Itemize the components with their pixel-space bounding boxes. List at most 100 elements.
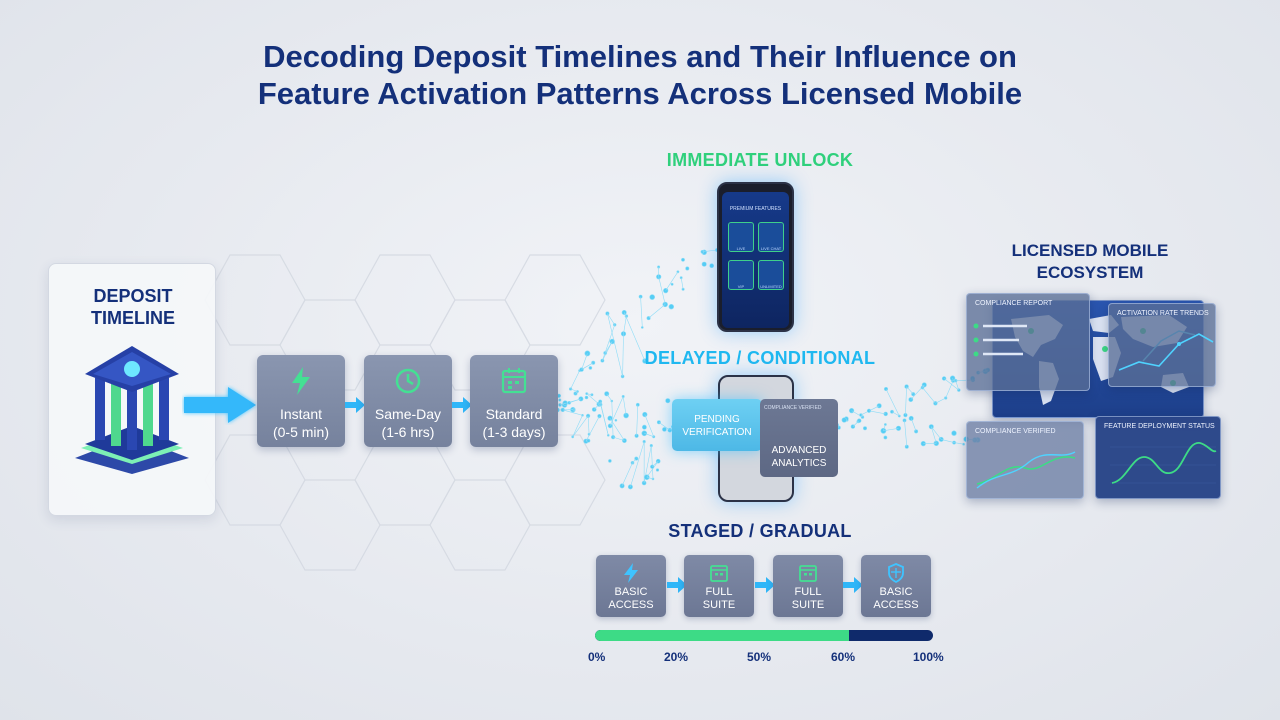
clock-icon — [395, 368, 421, 394]
timeline-step-instant: Instant (0-5 min) — [257, 355, 345, 447]
particle-link — [587, 415, 590, 435]
particle-link — [860, 414, 863, 418]
particle-link — [669, 426, 673, 431]
staged-step-line-1: BASIC — [879, 586, 913, 598]
phone-screen: PREMIUM FEATURES LIVE LIVE CHAT VIP UNLI… — [722, 192, 789, 328]
immediate-unlock-label: IMMEDIATE UNLOCK — [666, 150, 854, 170]
particle-link — [644, 433, 654, 437]
step-label: Instant (0-5 min) — [257, 405, 345, 441]
particle-link — [910, 418, 917, 432]
particle-link — [607, 313, 615, 325]
particle-link — [644, 414, 654, 437]
page-title: Decoding Deposit Timelines and Their Inf… — [140, 38, 1140, 112]
feature-tile — [728, 260, 754, 290]
particle-link — [904, 420, 908, 447]
particle-dot — [862, 426, 867, 431]
calendar-icon — [501, 368, 527, 394]
feature-tile — [758, 260, 784, 290]
step-duration: (1-3 days) — [482, 424, 546, 441]
particle-link — [640, 296, 643, 328]
feature-tile — [758, 222, 784, 252]
ecosystem-title-line-2: ECOSYSTEM — [1036, 263, 1144, 283]
step-title: Same-Day — [374, 406, 442, 422]
panel-title: FEATURE DEPLOYMENT STATUS — [1104, 423, 1215, 430]
particle-dot — [709, 263, 715, 269]
deposit-timeline-card: DEPOSIT TIMELINE — [48, 263, 216, 516]
panel-title: COMPLIANCE REPORT — [975, 300, 1053, 307]
deposit-timeline-title: DEPOSIT TIMELINE — [49, 286, 217, 329]
particle-link — [658, 276, 666, 305]
progress-tick: 20% — [664, 650, 689, 664]
activation-progress-bar — [595, 630, 933, 641]
ecosystem-title-line-1: LICENSED MOBILE — [1011, 241, 1169, 260]
particle-link — [632, 458, 637, 464]
particle-link — [646, 476, 654, 480]
particle-link — [941, 439, 955, 443]
staged-step-label: FULL SUITE — [773, 586, 843, 611]
particle-link — [931, 426, 942, 440]
particle-link — [570, 370, 580, 390]
staged-step-label: BASIC ACCESS — [596, 586, 666, 611]
step-duration: (0-5 min) — [272, 424, 329, 441]
particle-link — [622, 396, 627, 416]
particle-link — [602, 341, 613, 361]
list-rows-icon — [973, 323, 1027, 357]
staged-step-label: BASIC ACCESS — [861, 586, 931, 611]
particle-dot — [951, 430, 957, 436]
particle-link — [935, 397, 946, 404]
particle-link — [623, 312, 646, 362]
staged-step-full-suite: FULL SUITE — [684, 555, 754, 617]
pending-line-2: VERIFICATION — [682, 427, 752, 438]
particle-link — [622, 333, 624, 377]
arrow-right-icon — [184, 387, 256, 423]
screen-header: PREMIUM FEATURES — [729, 206, 782, 212]
progress-tick: 50% — [747, 650, 772, 664]
particle-link — [885, 388, 900, 417]
particle-link — [945, 380, 954, 399]
progress-tick: 60% — [831, 650, 856, 664]
feature-deployment-status-panel: FEATURE DEPLOYMENT STATUS — [1095, 416, 1221, 499]
particle-link — [630, 441, 645, 487]
particle-link — [648, 304, 666, 319]
pending-verification-card: PENDING VERIFICATION — [672, 399, 762, 451]
staged-step-line-1: FULL — [794, 586, 822, 598]
staged-step-line-1: BASIC — [614, 586, 648, 598]
arrow-right-icon — [843, 577, 863, 593]
particle-link — [562, 409, 583, 416]
particle-dot — [908, 415, 914, 421]
arrow-right-icon — [345, 397, 365, 413]
title-line-1: Decoding Deposit Timelines and Their Inf… — [263, 39, 1017, 74]
particle-link — [955, 380, 960, 391]
progress-tick: 0% — [588, 650, 606, 664]
particle-dot — [655, 468, 660, 472]
particle-link — [922, 384, 925, 388]
progress-fill — [595, 630, 849, 641]
advanced-analytics-label: ADVANCED ANALYTICS — [760, 445, 838, 470]
tile-label: LIVE — [736, 246, 746, 251]
shield-icon — [888, 563, 904, 584]
compliance-verified-panel: COMPLIANCE VERIFIED — [966, 421, 1084, 499]
staged-step-basic-access: BASIC ACCESS — [596, 555, 666, 617]
delayed-conditional-label: DELAYED / CONDITIONAL — [644, 348, 876, 368]
particle-dot — [701, 261, 707, 267]
particle-link — [581, 353, 588, 370]
particle-dot — [883, 435, 888, 440]
particle-dot — [665, 398, 671, 404]
arrow-right-icon — [452, 397, 472, 413]
particle-dot — [578, 396, 584, 402]
lightning-icon — [292, 367, 310, 395]
ecosystem-title: LICENSED MOBILE ECOSYSTEM — [990, 240, 1190, 284]
step-title: Instant — [279, 406, 323, 422]
bank-building-icon — [75, 346, 189, 474]
line-chart-icon — [976, 451, 1076, 489]
title-line-2: Feature Activation Patterns Across Licen… — [257, 76, 1023, 112]
tile-label: UNLIMITED — [760, 284, 782, 289]
particle-link — [952, 378, 954, 381]
particle-link — [883, 424, 886, 431]
staged-step-full-suite: FULL SUITE — [773, 555, 843, 617]
particle-link — [636, 404, 639, 436]
particle-link — [581, 362, 594, 370]
staged-gradual-label: STAGED / GRADUAL — [668, 521, 852, 541]
particle-link — [646, 461, 659, 478]
tile-label: LIVE CHAT — [760, 246, 782, 251]
